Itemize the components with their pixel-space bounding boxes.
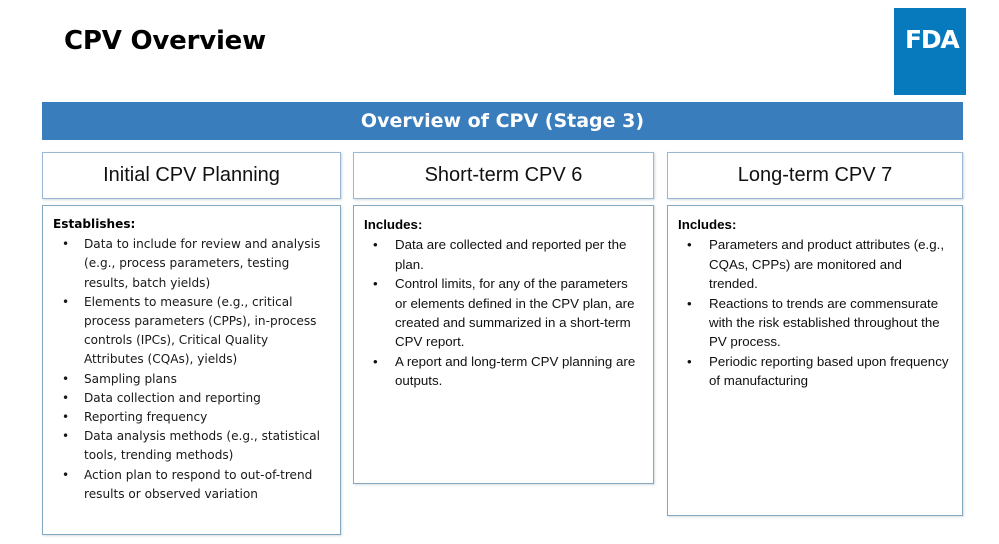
column-header-1-label: Initial CPV Planning	[103, 164, 280, 186]
column-body-2: Includes: Data are collected and reporte…	[353, 205, 654, 484]
list-item: Control limits, for any of the parameter…	[364, 274, 643, 352]
column-long-term-cpv: Long-term CPV 7 Includes: Parameters and…	[667, 152, 963, 516]
list-item: Elements to measure (e.g., critical proc…	[53, 293, 330, 370]
list-item: Data collection and reporting	[53, 389, 330, 408]
column-header-2: Short-term CPV 6	[353, 152, 654, 199]
list-item: Data analysis methods (e.g., statistical…	[53, 427, 330, 465]
list-item: Periodic reporting based upon frequency …	[678, 352, 952, 391]
fda-logo-text: FDA	[905, 25, 960, 54]
page-title: CPV Overview	[64, 26, 266, 56]
list-item: Parameters and product attributes (e.g.,…	[678, 235, 952, 293]
list-item: Data to include for review and analysis …	[53, 235, 330, 293]
section-banner: Overview of CPV (Stage 3)	[42, 102, 963, 140]
list-item: Data are collected and reported per the …	[364, 235, 643, 274]
list-item: Reporting frequency	[53, 408, 330, 427]
column-body-3-heading: Includes:	[678, 217, 737, 232]
column-header-3: Long-term CPV 7	[667, 152, 963, 199]
bullet-list-3: Parameters and product attributes (e.g.,…	[678, 235, 952, 390]
column-header-2-label: Short-term CPV 6	[424, 164, 583, 186]
column-body-1-heading: Establishes:	[53, 217, 136, 231]
column-body-2-heading: Includes:	[364, 217, 423, 232]
column-short-term-cpv: Short-term CPV 6 Includes: Data are coll…	[353, 152, 654, 484]
bullet-list-1: Data to include for review and analysis …	[53, 235, 330, 504]
column-header-1: Initial CPV Planning	[42, 152, 341, 199]
column-header-3-label: Long-term CPV 7	[737, 164, 893, 186]
section-banner-label: Overview of CPV (Stage 3)	[360, 110, 645, 132]
column-body-3: Includes: Parameters and product attribu…	[667, 205, 963, 516]
list-item: Sampling plans	[53, 370, 330, 389]
list-item: Action plan to respond to out-of-trend r…	[53, 466, 330, 504]
fda-logo: FDA	[894, 8, 966, 95]
bullet-list-2: Data are collected and reported per the …	[364, 235, 643, 390]
list-item: A report and long-term CPV planning are …	[364, 352, 643, 391]
column-initial-cpv-planning: Initial CPV Planning Establishes: Data t…	[42, 152, 341, 535]
column-body-1: Establishes: Data to include for review …	[42, 205, 341, 535]
list-item: Reactions to trends are commensurate wit…	[678, 294, 952, 352]
